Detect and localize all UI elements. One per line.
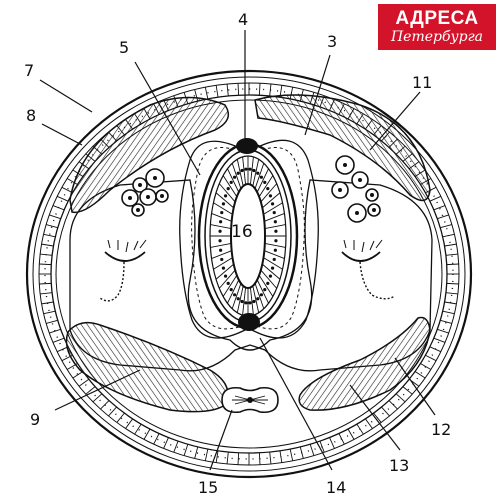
excretory-canal (221, 386, 279, 414)
label-15: 15 (198, 478, 219, 497)
muscle-band-upper-left (69, 96, 230, 214)
uterus-section-right (341, 239, 396, 300)
muscle-band-upper-right (254, 94, 431, 202)
logo-line-2: Петербурга (390, 29, 484, 45)
muscle-band-lower-right (298, 316, 431, 411)
label-14: 14 (326, 478, 347, 497)
label-4: 4 (238, 10, 249, 29)
intestinal-epithelium (210, 156, 286, 316)
intestine-lumen (230, 183, 266, 289)
logo-line-1: АДРЕСА (395, 8, 479, 29)
label-11: 11 (412, 73, 433, 92)
muscle-bands (65, 94, 431, 413)
label-7: 7 (24, 61, 35, 80)
label-12: 12 (431, 420, 452, 439)
publisher-logo: АДРЕСА Петербурга (378, 4, 496, 50)
label-13: 13 (389, 456, 410, 475)
ovary-cluster-right (331, 155, 381, 223)
label-16: 16 (231, 222, 253, 242)
label-3: 3 (327, 32, 338, 51)
label-9: 9 (30, 410, 41, 429)
dorsal-nerve-cord (236, 138, 258, 154)
ovary-cluster-left (121, 168, 169, 217)
label-5: 5 (119, 38, 130, 57)
mesentery (179, 139, 319, 339)
uterus-section-left (99, 239, 147, 302)
label-8: 8 (26, 106, 37, 125)
body-cavity-outline (69, 179, 433, 372)
leader-lines (39, 30, 436, 471)
ventral-nerve-cord (238, 313, 260, 331)
